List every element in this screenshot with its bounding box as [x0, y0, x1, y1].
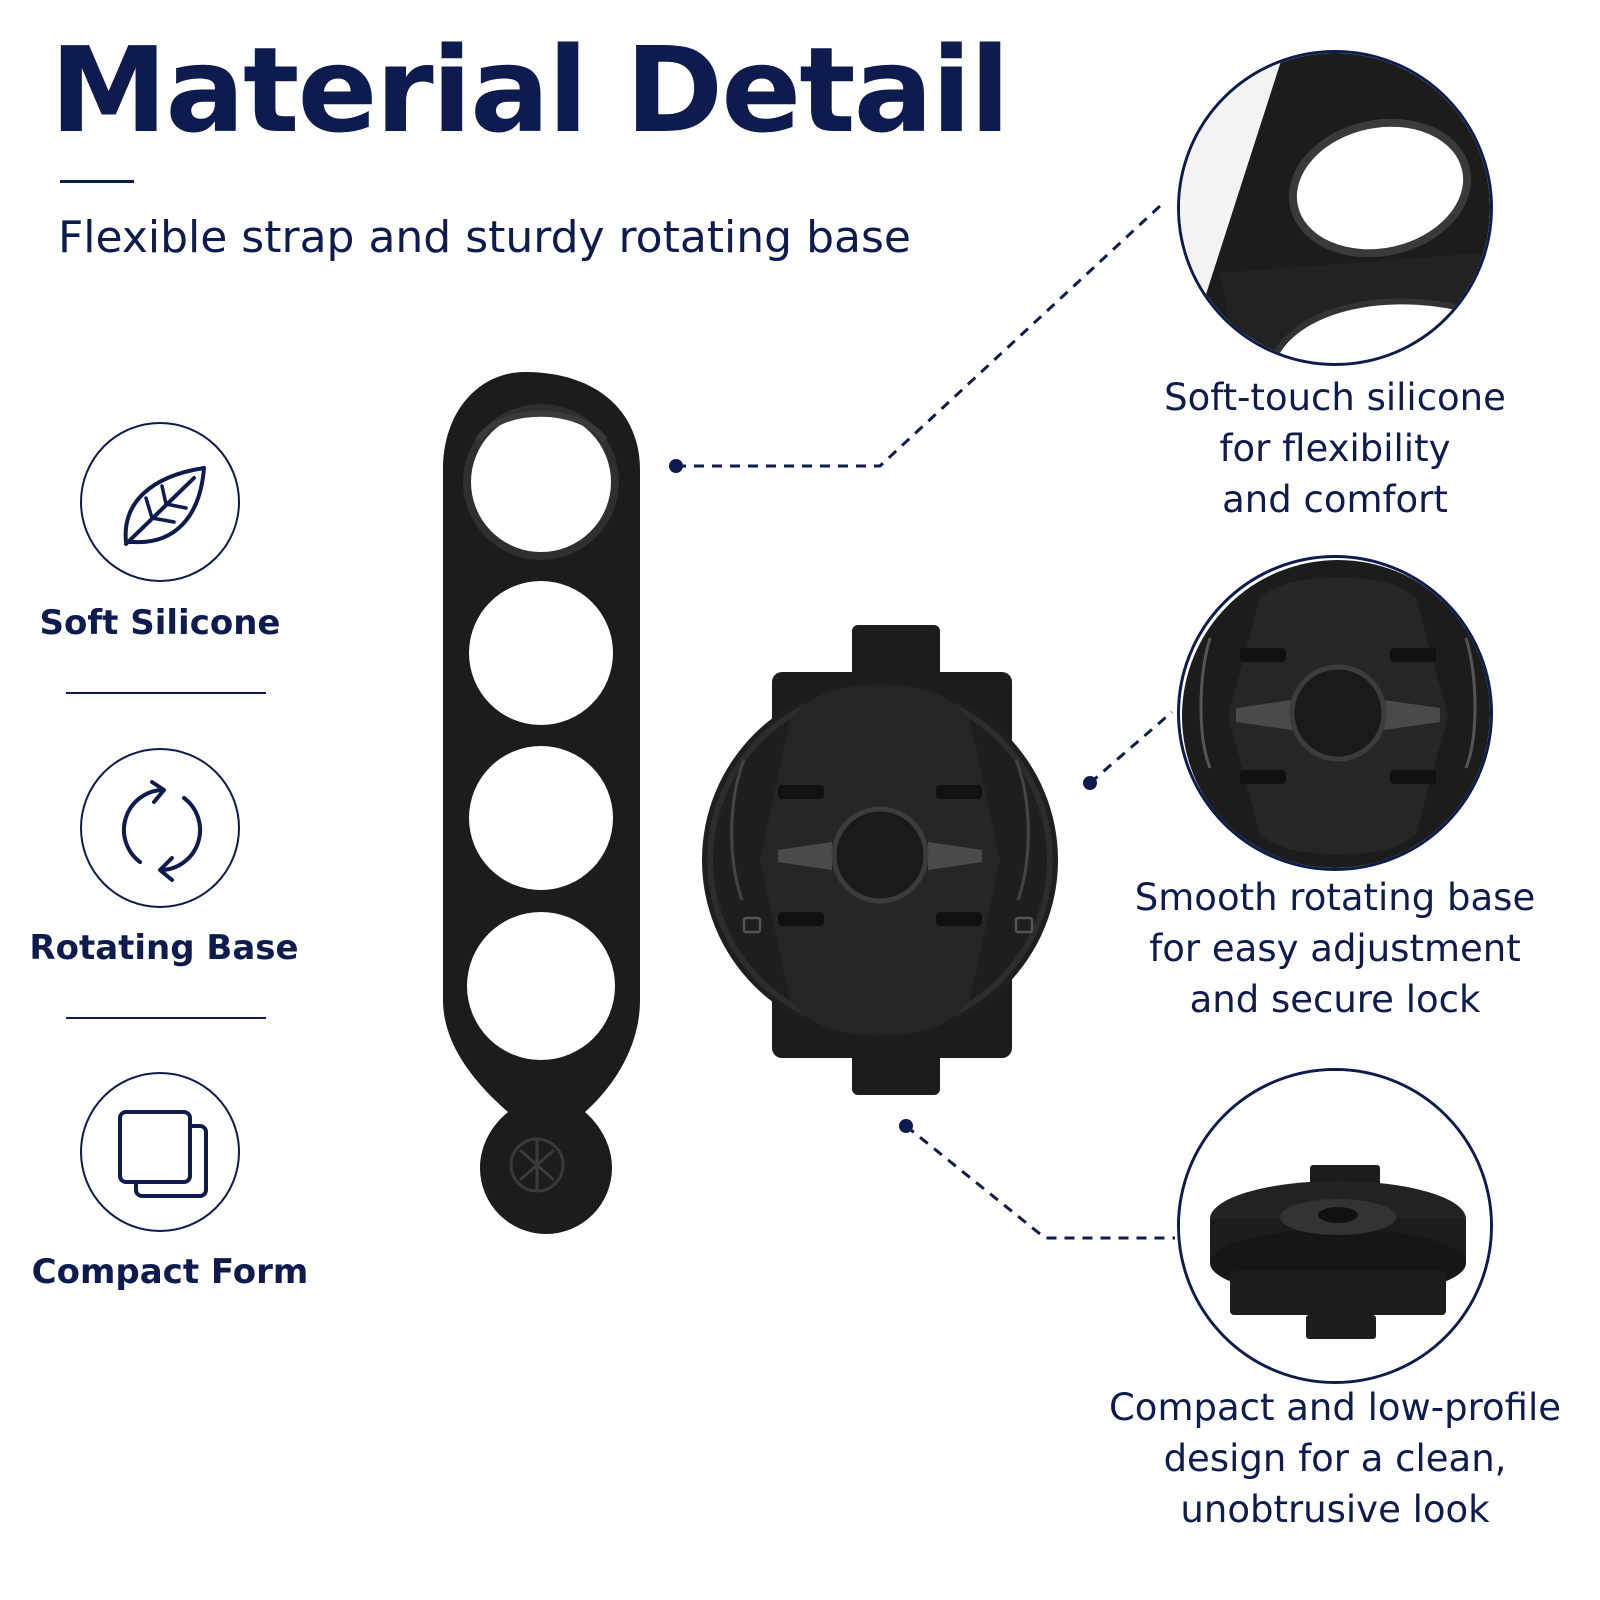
callout-line: Smooth rotating base [1134, 876, 1536, 919]
callout-line: and comfort [1222, 478, 1448, 522]
callout-line: and secure lock [1189, 978, 1481, 1022]
feature-label-compact-form: Compact Form [31, 1252, 309, 1292]
base-top-closeup-image [1177, 555, 1493, 871]
leader-dot [669, 459, 683, 473]
title-underline [60, 180, 134, 183]
feature-label-rotating-base: Rotating Base [29, 928, 299, 968]
page-title: Material Detail [50, 21, 1010, 159]
callout-line: Compact and low-profile [1108, 1386, 1562, 1429]
callout-text-strap: Soft-touch silicone for flexibility and … [1075, 372, 1595, 525]
base-side-closeup-image [1177, 1068, 1493, 1384]
strap-closeup-graphic [1180, 53, 1490, 363]
feature-rotating-base-badge [80, 748, 240, 908]
leader-line-base-side [905, 1124, 1175, 1240]
stacked-squares-icon [118, 1110, 208, 1198]
feature-soft-silicone-badge [80, 422, 240, 582]
leader-line-strap [676, 204, 1162, 468]
callout-line: for flexibility [1219, 427, 1451, 471]
feature-compact-form-badge [80, 1072, 240, 1232]
strap-closeup-image [1177, 50, 1493, 366]
feature-label-soft-silicone: Soft Silicone [39, 603, 281, 643]
page-subtitle: Flexible strap and sturdy rotating base [58, 212, 911, 263]
leaf-icon [123, 466, 206, 546]
feature-divider [66, 692, 266, 694]
callout-line: design for a clean, [1163, 1437, 1507, 1481]
rotating-base [702, 625, 1058, 1095]
callout-line: for easy adjustment [1149, 927, 1521, 971]
rotate-arrows-icon [121, 780, 203, 882]
callout-line: unobtrusive look [1180, 1488, 1490, 1532]
leader-dot [1083, 776, 1097, 790]
leader-dot [899, 1119, 913, 1133]
silicone-strap [443, 372, 640, 1234]
base-top-closeup-graphic [1182, 560, 1490, 868]
feature-divider [66, 1017, 266, 1019]
callout-line: Soft-touch silicone [1164, 376, 1506, 419]
base-side-closeup-graphic [1180, 1071, 1490, 1381]
callout-text-base-side: Compact and low-profile design for a cle… [1075, 1382, 1595, 1535]
callout-text-base-top: Smooth rotating base for easy adjustment… [1075, 872, 1595, 1025]
leader-line-base-top [1089, 710, 1173, 785]
